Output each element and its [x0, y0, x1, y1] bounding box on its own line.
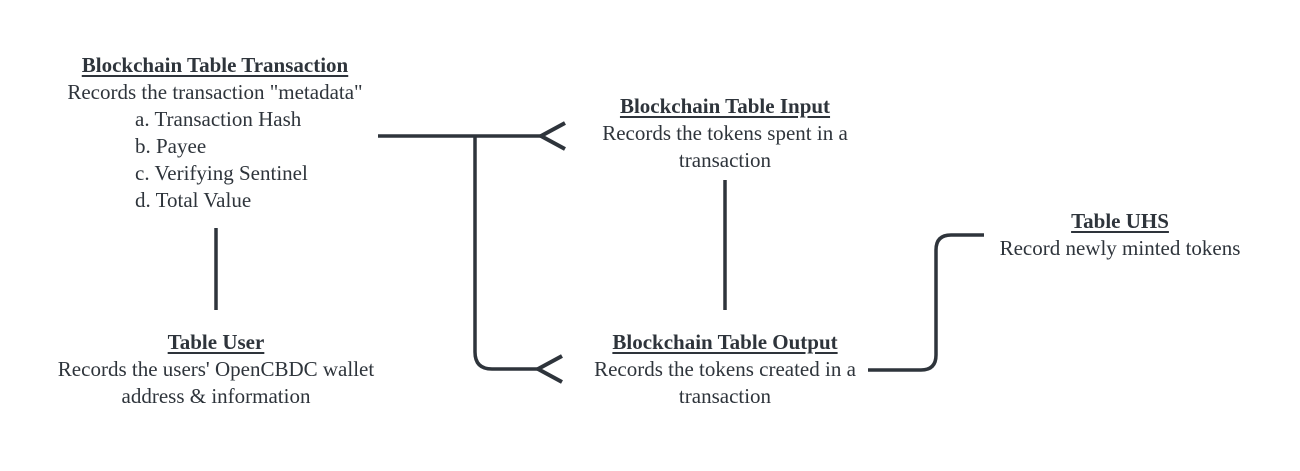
transaction-item: b. Payee — [135, 134, 207, 158]
user-description: Records the users' OpenCBDC wallet addre… — [57, 357, 375, 408]
node-blockchain-table-input: Blockchain Table Input Records the token… — [575, 93, 875, 174]
transaction-field-list: a. Transaction Hash b. Payee c. Verifyin… — [35, 106, 395, 214]
transaction-item: c. Verifying Sentinel — [135, 161, 308, 185]
node-blockchain-table-transaction: Blockchain Table Transaction Records the… — [35, 52, 395, 214]
transaction-item: a. Transaction Hash — [135, 107, 302, 131]
input-description: Records the tokens spent in a transactio… — [602, 121, 848, 172]
open-arrowhead-input-icon — [536, 121, 566, 151]
uhs-description: Record newly minted tokens — [999, 236, 1241, 260]
open-arrowhead-output-icon — [533, 354, 563, 384]
node-table-user: Table User Records the users' OpenCBDC w… — [51, 329, 381, 410]
input-title: Blockchain Table Input — [619, 94, 831, 118]
node-blockchain-table-output: Blockchain Table Output Records the toke… — [560, 329, 890, 410]
transaction-description: Records the transaction "metadata" — [67, 80, 363, 104]
output-title: Blockchain Table Output — [612, 330, 838, 354]
connector-uhs-output-line — [868, 233, 984, 372]
user-title: Table User — [167, 330, 265, 354]
node-table-uhs: Table UHS Record newly minted tokens — [970, 208, 1270, 262]
transaction-item: d. Total Value — [135, 188, 252, 212]
uhs-title: Table UHS — [1071, 209, 1169, 233]
output-description: Records the tokens created in a transact… — [594, 357, 856, 408]
connector-transaction-output-line — [473, 136, 538, 371]
transaction-title: Blockchain Table Transaction — [81, 53, 349, 77]
